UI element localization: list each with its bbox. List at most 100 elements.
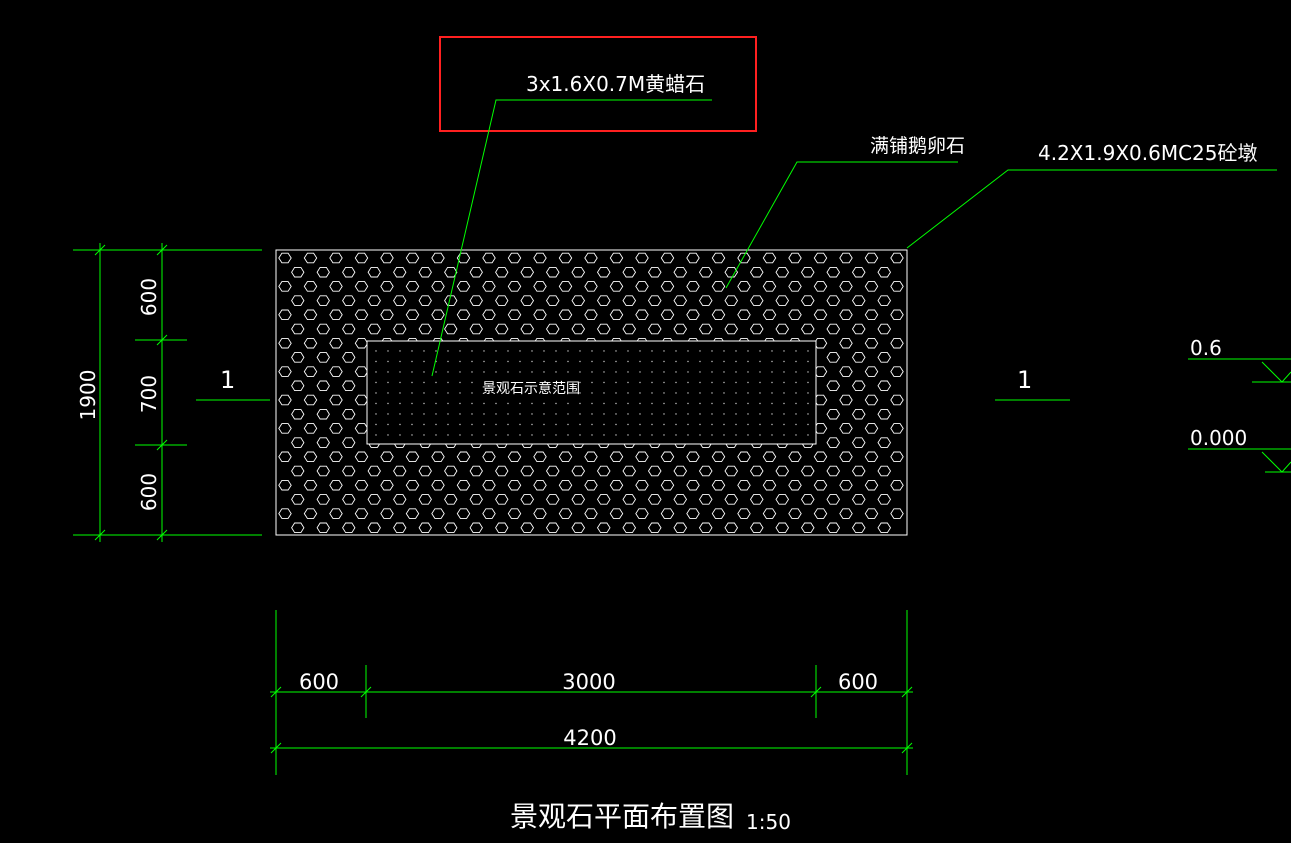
rock-dot	[447, 434, 449, 436]
rock-dot	[771, 423, 773, 426]
rock-dot	[687, 423, 689, 426]
pebble-icon	[444, 494, 458, 505]
pebble-icon	[890, 366, 904, 377]
pebble-icon	[609, 309, 624, 321]
pebble-icon	[724, 522, 739, 534]
rock-dot	[375, 413, 377, 415]
pebble-icon	[839, 281, 853, 292]
rock-dot	[579, 402, 581, 405]
pebble-icon	[316, 266, 330, 278]
rock-dot	[663, 350, 665, 352]
rock-dot	[735, 371, 737, 373]
pebble-icon	[775, 494, 790, 505]
rock-dot	[783, 371, 785, 373]
rock-dot	[615, 381, 617, 384]
rock-dot	[471, 381, 473, 384]
rock-dot	[507, 413, 509, 415]
rock-dot	[723, 434, 725, 436]
rock-dot	[807, 350, 809, 352]
pebble-icon	[813, 451, 828, 463]
pebble-icon	[711, 309, 726, 321]
rock-dot	[639, 392, 641, 394]
rock-dot	[699, 423, 701, 426]
pebble-icon	[877, 380, 892, 392]
pebble-icon	[673, 323, 688, 335]
pebble-icon	[839, 309, 853, 321]
pebble-icon	[342, 408, 356, 420]
pebble-icon	[877, 295, 892, 306]
pebble-icon	[431, 451, 445, 463]
pebble-icon	[584, 508, 598, 519]
rock-dot	[735, 381, 737, 384]
rock-dot	[399, 413, 401, 415]
pebble-icon	[456, 451, 471, 463]
pebble-icon	[673, 465, 688, 477]
pebble-icon	[826, 352, 841, 363]
rock-dot	[591, 402, 593, 405]
pebble-icon	[367, 295, 381, 306]
pebble-icon	[393, 494, 407, 505]
rock-dot	[687, 371, 689, 373]
pebble-icon	[890, 281, 904, 292]
pebble-leader	[725, 161, 958, 289]
rock-dot	[471, 360, 473, 363]
rock-dot	[459, 392, 461, 394]
rock-dot	[615, 434, 617, 436]
rock-dot	[663, 402, 665, 405]
rock-dot	[471, 371, 473, 373]
pebble-icon	[316, 295, 330, 306]
pebble-icon	[851, 494, 866, 505]
pebble-icon	[622, 295, 637, 306]
rock-dot	[675, 381, 677, 384]
pebble-icon	[622, 323, 637, 335]
pebble-icon	[647, 494, 662, 505]
pebble-icon	[851, 352, 866, 363]
rock-dot	[591, 423, 593, 426]
pebble-icon	[495, 323, 509, 335]
pebble-icon	[482, 252, 496, 264]
rock-dot	[567, 371, 569, 373]
pebble-icon	[660, 252, 675, 264]
rock-dot	[711, 423, 713, 426]
rock-dot	[627, 423, 629, 426]
pebble-icon	[545, 295, 560, 306]
dim-horizontal-left: 600	[299, 670, 339, 694]
pebble-icon	[545, 494, 560, 505]
pebble-icon	[826, 380, 841, 392]
pebble-icon	[303, 309, 318, 321]
rock-dot	[699, 434, 701, 436]
pebble-icon	[520, 323, 535, 335]
rock-dot	[675, 402, 677, 405]
rock-dot	[423, 371, 425, 373]
rock-dot	[375, 423, 377, 426]
pebble-icon	[826, 408, 841, 420]
rock-dot	[663, 360, 665, 363]
rock-dot	[807, 402, 809, 405]
rock-dot	[399, 371, 401, 373]
rock-dot	[687, 360, 689, 363]
pebble-icon	[788, 309, 802, 321]
pebble-icon	[303, 394, 318, 406]
rock-dot	[531, 413, 533, 415]
rock-dot	[495, 413, 497, 415]
pebble-icon	[839, 479, 853, 491]
rock-dot	[495, 350, 497, 352]
rock-dot	[543, 402, 545, 405]
pebble-icon	[596, 465, 611, 477]
rock-dot	[531, 402, 533, 405]
pebble-icon	[342, 465, 356, 477]
rock-dot	[639, 402, 641, 405]
rock-dot	[423, 434, 425, 436]
pebble-icon	[354, 394, 369, 406]
pebble-icon	[698, 465, 713, 477]
rock-dot	[423, 350, 425, 352]
pebble-icon	[839, 508, 853, 519]
pebble-icon	[316, 437, 330, 448]
rock-dot	[771, 381, 773, 384]
pebble-icon	[584, 309, 598, 321]
pebble-icon	[431, 309, 445, 321]
pebble-icon	[788, 479, 802, 491]
pebble-icon	[584, 281, 598, 292]
pier-label: 4.2X1.9X0.6MC25砼墩	[1038, 141, 1258, 165]
pebble-icon	[698, 494, 713, 505]
